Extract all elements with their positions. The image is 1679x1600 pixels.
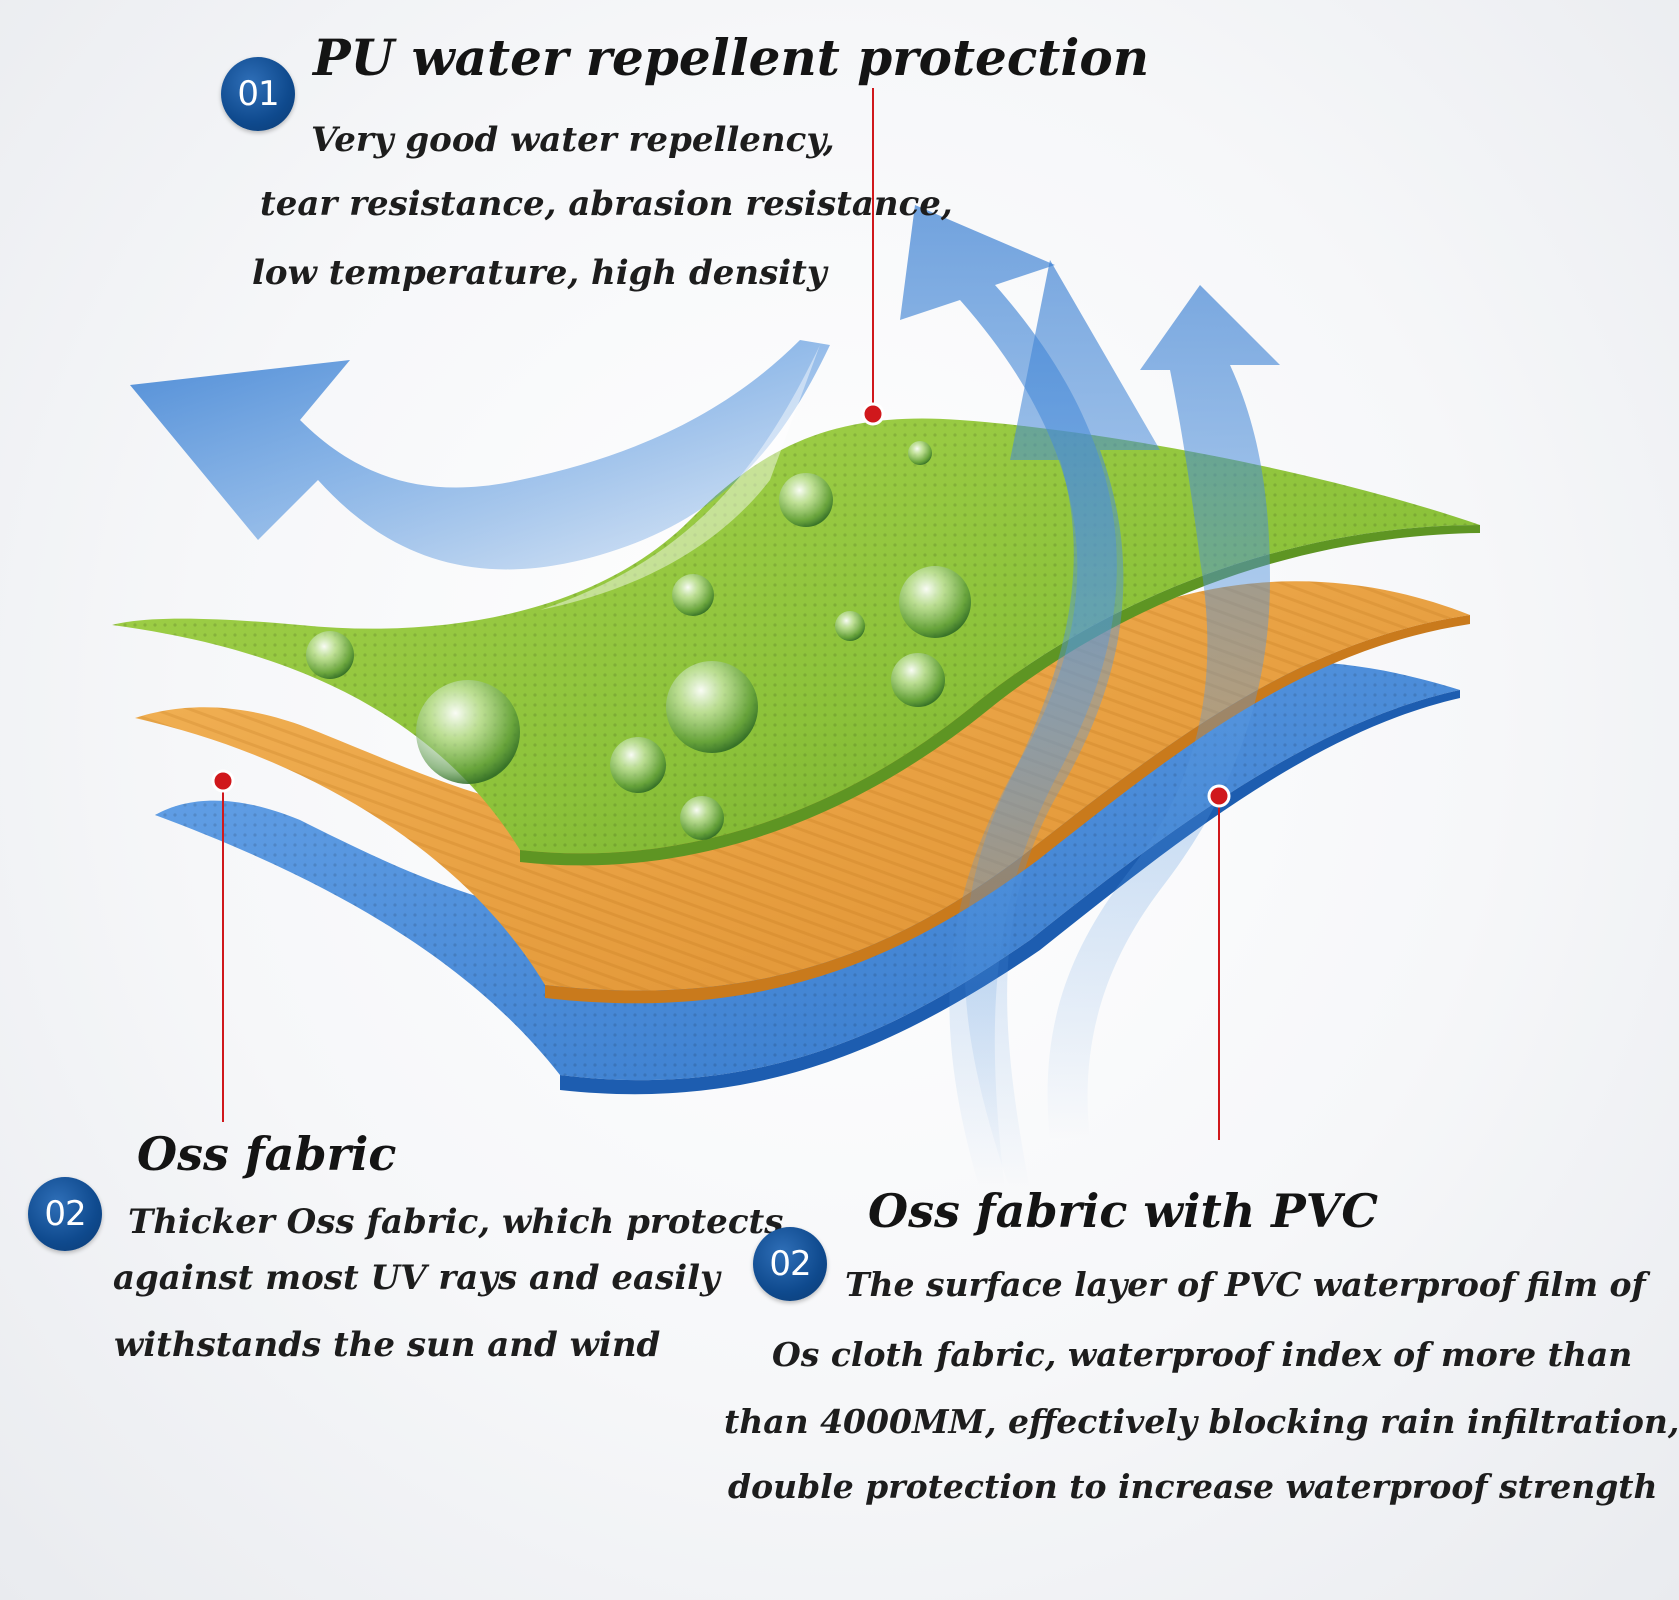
pvc-description-line: double protection to increase waterproof…: [728, 1467, 1658, 1506]
pu-description-line: Very good water repellency,: [311, 120, 835, 160]
oss-title: Oss fabric: [137, 1127, 397, 1181]
leader-line-pu: [861, 88, 885, 426]
pvc-description-line: The surface layer of PVC waterproof film…: [845, 1265, 1646, 1304]
pvc-description-line: than 4000MM, effectively blocking rain i…: [724, 1402, 1679, 1441]
vapor-arrow-left: [130, 340, 830, 610]
oss-description-line: withstands the sun and wind: [114, 1325, 661, 1365]
vapor-arrow-center: [900, 205, 1160, 1190]
water-droplets: [306, 441, 971, 840]
water-droplet: [835, 611, 865, 641]
leader-line-oss: [211, 769, 235, 1122]
leader-line-pvc: [1207, 784, 1231, 1140]
water-droplet: [779, 473, 833, 527]
water-droplet: [908, 441, 932, 465]
water-droplet: [899, 566, 971, 638]
pu-title: PU water repellent protection: [313, 28, 1150, 87]
oss-description-line: Thicker Oss fabric, which protects: [128, 1202, 784, 1242]
water-droplet: [672, 574, 714, 616]
water-droplet: [666, 661, 758, 753]
water-droplet: [610, 737, 666, 793]
water-droplet: [680, 796, 724, 840]
water-droplet: [306, 631, 354, 679]
oss-description-line: against most UV rays and easily: [113, 1258, 720, 1298]
vapor-arrow-right: [1047, 285, 1280, 1140]
pu-description-line: tear resistance, abrasion resistance,: [260, 184, 953, 224]
water-droplet: [416, 680, 520, 784]
pvc-title: Oss fabric with PVC: [868, 1184, 1379, 1238]
fabric-layers-diagram: [112, 88, 1480, 1190]
section-badge-02-pvc: 02: [753, 1227, 827, 1301]
pu-description-line: low temperature, high density: [252, 253, 827, 293]
pvc-description-line: Os cloth fabric, waterproof index of mor…: [772, 1335, 1633, 1374]
water-droplet: [891, 653, 945, 707]
section-badge-01: 01: [221, 57, 295, 131]
section-badge-02-oss: 02: [28, 1177, 102, 1251]
